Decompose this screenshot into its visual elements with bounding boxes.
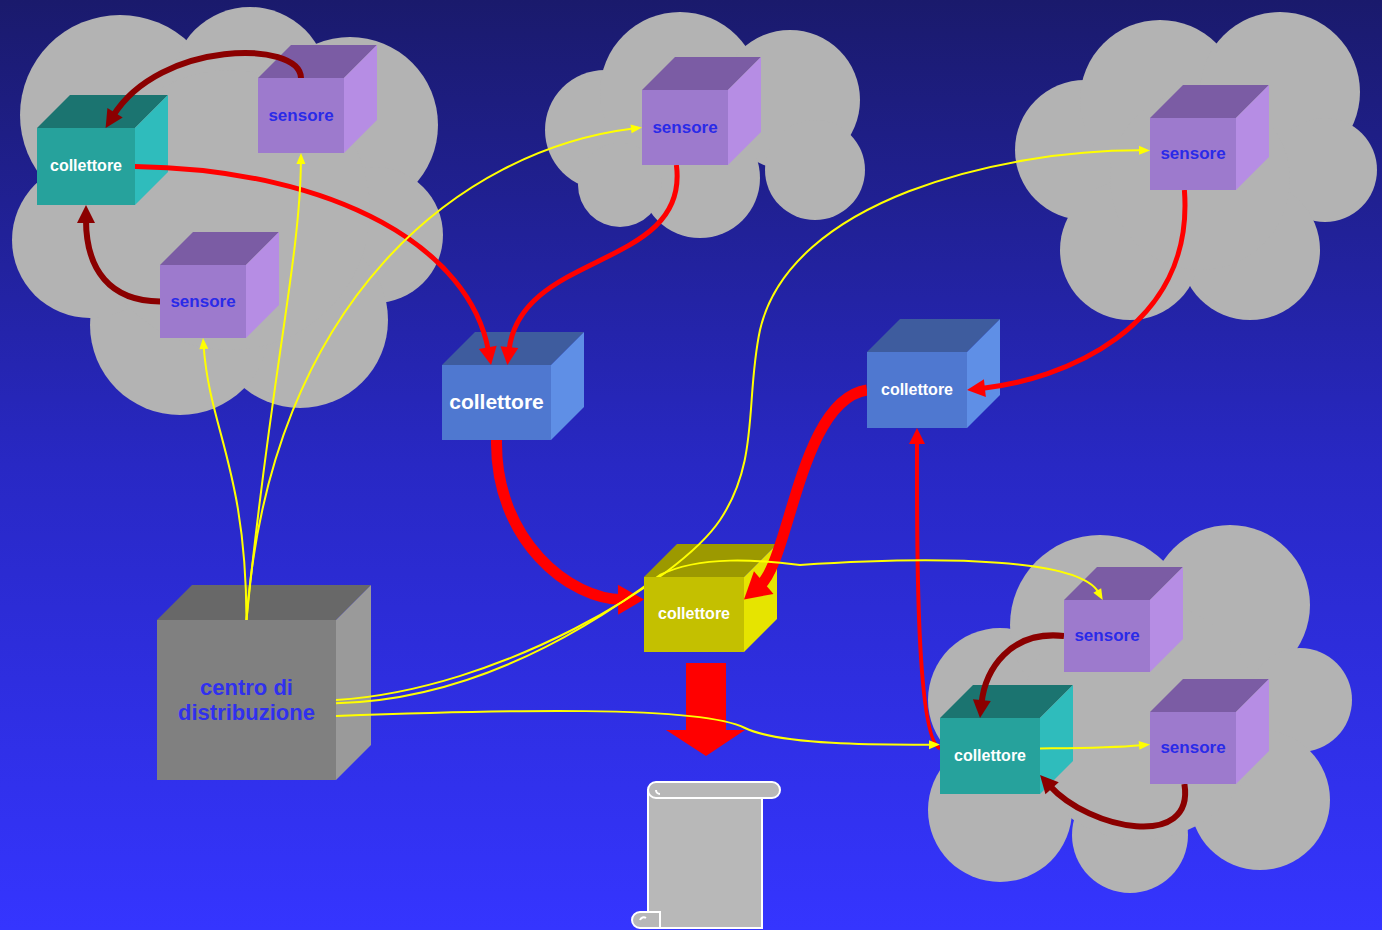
connector-line: [981, 635, 1064, 703]
connector-arrow: [199, 338, 246, 620]
output-arrow: [666, 663, 745, 756]
sensor-cube: sensore: [1064, 600, 1150, 672]
connector-arrow: [336, 146, 1150, 700]
connector-arrow: [336, 560, 1103, 703]
collector-cube: collettore: [442, 365, 551, 440]
connector-line: [496, 440, 623, 600]
connector-line: [135, 167, 488, 351]
connector-arrow: [909, 428, 940, 748]
connector-arrow: [1040, 741, 1150, 750]
sensor-cube: sensore: [258, 78, 344, 153]
cube-side: [1236, 679, 1269, 784]
arrowhead: [1139, 741, 1150, 750]
connector-line: [204, 347, 247, 620]
cube-side: [1150, 567, 1183, 672]
connector-line: [1050, 784, 1185, 826]
node-label: collettore: [658, 605, 730, 623]
connector-arrow: [744, 390, 867, 600]
arrowhead: [1093, 588, 1102, 600]
collector-cube: collettore: [644, 577, 744, 652]
connector-arrow: [500, 165, 677, 365]
arrowhead: [631, 124, 642, 133]
node-label: sensore: [652, 118, 717, 138]
arrowhead: [929, 740, 940, 749]
cloud: [12, 7, 443, 415]
cube-side: [336, 585, 371, 780]
connector-line: [1040, 745, 1141, 748]
connector-arrow: [77, 205, 160, 302]
arrowhead: [106, 108, 123, 128]
arrowhead: [1040, 775, 1059, 794]
arrowhead: [199, 338, 208, 349]
connector-arrow: [973, 635, 1064, 718]
connector-line: [917, 441, 940, 749]
cube-side: [1040, 685, 1073, 794]
sensor-cube: sensore: [160, 265, 246, 338]
connector-line: [981, 190, 1185, 388]
node-label: sensore: [1074, 626, 1139, 646]
connector-line: [336, 711, 931, 745]
connector-arrow: [336, 711, 940, 749]
connector-line: [509, 165, 677, 351]
connector-line: [336, 150, 1141, 700]
arrowhead: [909, 428, 925, 444]
connector-arrow: [135, 167, 497, 366]
cube-side: [551, 332, 584, 440]
connector-line: [336, 560, 1098, 703]
arrowhead: [296, 153, 305, 164]
node-label: collettore: [954, 747, 1026, 765]
arrowhead: [973, 699, 991, 718]
arrowhead: [479, 346, 497, 365]
arrowhead: [744, 571, 773, 599]
connector-arrow: [247, 124, 643, 620]
cube-side: [246, 232, 279, 338]
connector-arrow: [496, 440, 644, 615]
connector-arrow: [967, 190, 1185, 397]
cube-side: [344, 45, 377, 153]
connector-line: [247, 129, 634, 620]
node-label: collettore: [50, 157, 122, 175]
cloud: [545, 12, 865, 238]
connector-line: [86, 219, 160, 301]
arrowhead: [1139, 146, 1150, 155]
sensor-cube: sensore: [642, 90, 728, 165]
node-label: sensore: [1160, 738, 1225, 758]
node-label: collettore: [449, 390, 544, 414]
connector-line: [760, 390, 867, 586]
cloud: [1015, 12, 1377, 320]
sensor-cube: sensore: [1150, 712, 1236, 784]
collector-cube: collettore: [940, 718, 1040, 794]
arrowhead: [967, 379, 986, 397]
collector-cube: collettore: [37, 128, 135, 205]
node-label: collettore: [881, 381, 953, 399]
sensor-cube: sensore: [1150, 118, 1236, 190]
collector-cube: collettore: [867, 352, 967, 428]
arrowhead: [77, 205, 95, 223]
node-label: sensore: [1160, 144, 1225, 164]
cube-side: [1236, 85, 1269, 190]
node-label: centro di distribuzione: [161, 675, 332, 726]
cloud: [928, 525, 1352, 893]
node-label: sensore: [170, 292, 235, 312]
distribution-center-cube: centro di distribuzione: [157, 620, 336, 780]
cube-side: [728, 57, 761, 165]
arrowhead: [500, 346, 518, 365]
node-label: sensore: [268, 106, 333, 126]
cube-side: [967, 319, 1000, 428]
document-scroll: [632, 782, 780, 928]
cube-side: [135, 95, 168, 205]
cube-top: [157, 585, 371, 620]
